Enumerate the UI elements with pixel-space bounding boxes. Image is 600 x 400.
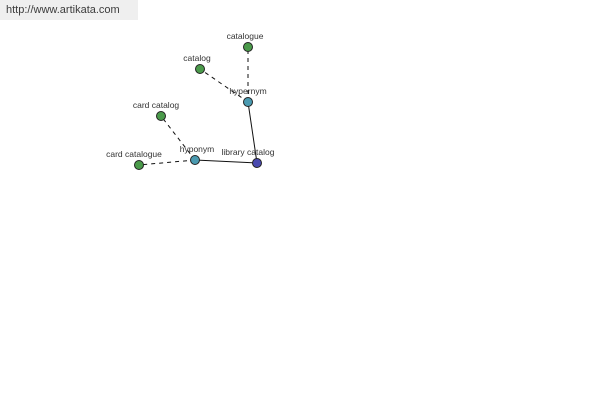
edge-library-catalog-to-hyponym: [194, 159, 258, 164]
nodes-layer: library catalog hypernym hyponym catalogue c…: [106, 31, 275, 170]
node-label-catalog[interactable]: catalog: [183, 53, 211, 63]
node-card-catalog[interactable]: [156, 111, 166, 121]
node-catalog[interactable]: [195, 64, 205, 74]
site-url[interactable]: http://www.artikata.com: [0, 0, 138, 20]
edge-library-catalog-to-hypernym: [247, 101, 258, 164]
edge-hyponym-to-card-catalogue: [138, 159, 196, 166]
node-card-catalogue[interactable]: [134, 160, 144, 170]
node-hypernym[interactable]: [243, 97, 253, 107]
node-label-hypernym[interactable]: hypernym: [229, 86, 266, 96]
edges-layer: [138, 47, 258, 166]
node-hyponym[interactable]: [190, 155, 200, 165]
node-library-catalog[interactable]: [252, 158, 262, 168]
node-label-library-catalog[interactable]: library catalog: [222, 147, 275, 157]
node-label-card-catalogue[interactable]: card catalogue: [106, 149, 162, 159]
node-label-card-catalog[interactable]: card catalog: [133, 100, 180, 110]
node-label-hyponym[interactable]: hyponym: [180, 144, 215, 154]
node-catalogue[interactable]: [243, 42, 253, 52]
edge-hypernym-to-catalog: [199, 68, 249, 103]
edge-hyponym-to-card-catalog: [160, 115, 196, 161]
node-label-catalogue[interactable]: catalogue: [227, 31, 264, 41]
